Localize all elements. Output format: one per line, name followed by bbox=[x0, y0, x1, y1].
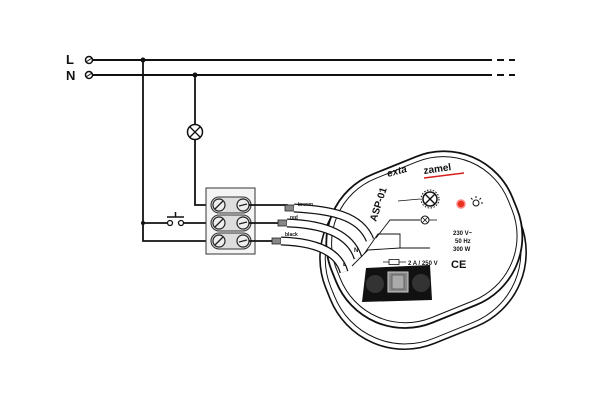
device-lamp-icon bbox=[420, 215, 437, 225]
ferrule-black bbox=[271, 237, 282, 245]
cables bbox=[280, 203, 375, 274]
ferrule-red bbox=[277, 219, 288, 227]
zamel-logo: zamel bbox=[423, 162, 452, 177]
wire-label-brown: brown bbox=[298, 202, 313, 208]
terminal-n-label: N bbox=[354, 248, 358, 254]
ferrule-brown bbox=[284, 204, 295, 212]
rating-voltage: 230 V~ bbox=[453, 231, 473, 237]
fuse-icon bbox=[383, 259, 406, 265]
lamp-icon bbox=[186, 123, 204, 141]
wire-lamp-out bbox=[194, 139, 208, 206]
terminal-block bbox=[205, 187, 256, 255]
ce-mark: CE bbox=[451, 259, 466, 271]
time-dial-knob[interactable] bbox=[397, 189, 440, 209]
line-n-label: N bbox=[66, 68, 75, 83]
wire-l-branch bbox=[142, 60, 208, 242]
internal-switch-line bbox=[363, 233, 430, 255]
status-led bbox=[456, 199, 466, 209]
exta-logo: exta bbox=[386, 164, 409, 180]
rating-frequency: 50 Hz bbox=[455, 239, 471, 245]
light-indicator-icon bbox=[470, 196, 483, 207]
internal-lamp-line bbox=[375, 219, 420, 239]
zamel-underline bbox=[423, 172, 465, 179]
terminal-l-label: L bbox=[343, 262, 347, 268]
supply-terminal-l bbox=[84, 55, 94, 65]
internal-l-line bbox=[351, 247, 401, 267]
junction-switch bbox=[141, 221, 145, 225]
pushbutton-switch-icon bbox=[166, 212, 185, 227]
fuse-holder[interactable] bbox=[362, 265, 432, 302]
supply-terminal-n bbox=[84, 70, 94, 80]
line-l-label: L bbox=[66, 52, 74, 67]
wire-label-red: red bbox=[290, 215, 298, 221]
rating-power: 300 W bbox=[453, 247, 471, 253]
wire-label-black: black bbox=[285, 232, 298, 238]
fuse-rating: 2 A / 250 V bbox=[408, 261, 438, 267]
